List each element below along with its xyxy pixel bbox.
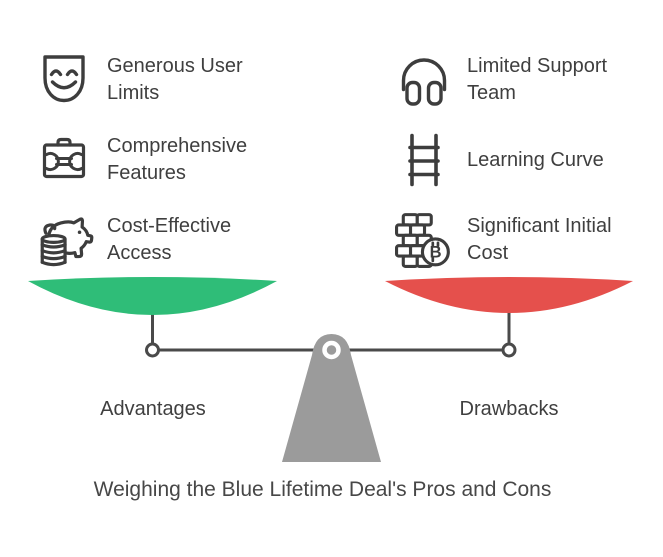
coins-bitcoin-icon: B <box>393 211 455 269</box>
ladder-icon <box>393 131 455 189</box>
item-label: Cost-Effective Access <box>107 215 232 264</box>
smiling-mask-icon <box>33 51 95 109</box>
headphones-icon <box>393 51 455 109</box>
item-label: Generous User Limits <box>107 55 243 104</box>
drawback-item-initial-cost: B Significant Initial Cost <box>393 210 652 270</box>
drawbacks-label: Drawbacks <box>459 398 559 420</box>
bitcoin-letter: B <box>430 242 442 261</box>
right-beam-ring-icon <box>501 342 517 358</box>
item-label: Comprehensive Features <box>107 135 248 184</box>
item-label: Learning Curve <box>467 148 604 171</box>
diagram-caption: Weighing the Blue Lifetime Deal's Pros a… <box>93 478 552 501</box>
item-label: Limited Support Team <box>467 55 608 104</box>
fulcrum <box>282 334 381 462</box>
toolbox-wrench-icon <box>33 131 95 189</box>
advantages-label: Advantages <box>100 398 206 420</box>
pivot-ring-icon <box>322 340 341 360</box>
advantage-item-features: Comprehensive Features <box>33 130 292 190</box>
drawback-item-support: Limited Support Team <box>393 50 652 110</box>
item-label: Significant Initial Cost <box>467 215 612 264</box>
advantages-pan <box>28 277 277 315</box>
piggy-bank-coins-icon <box>33 211 95 269</box>
drawbacks-pan <box>385 277 633 313</box>
left-beam-ring-icon <box>145 342 160 358</box>
advantage-item-user-limits: Generous User Limits <box>33 50 292 110</box>
drawback-item-learning: Learning Curve <box>393 130 652 190</box>
advantage-item-cost: Cost-Effective Access <box>33 210 292 270</box>
